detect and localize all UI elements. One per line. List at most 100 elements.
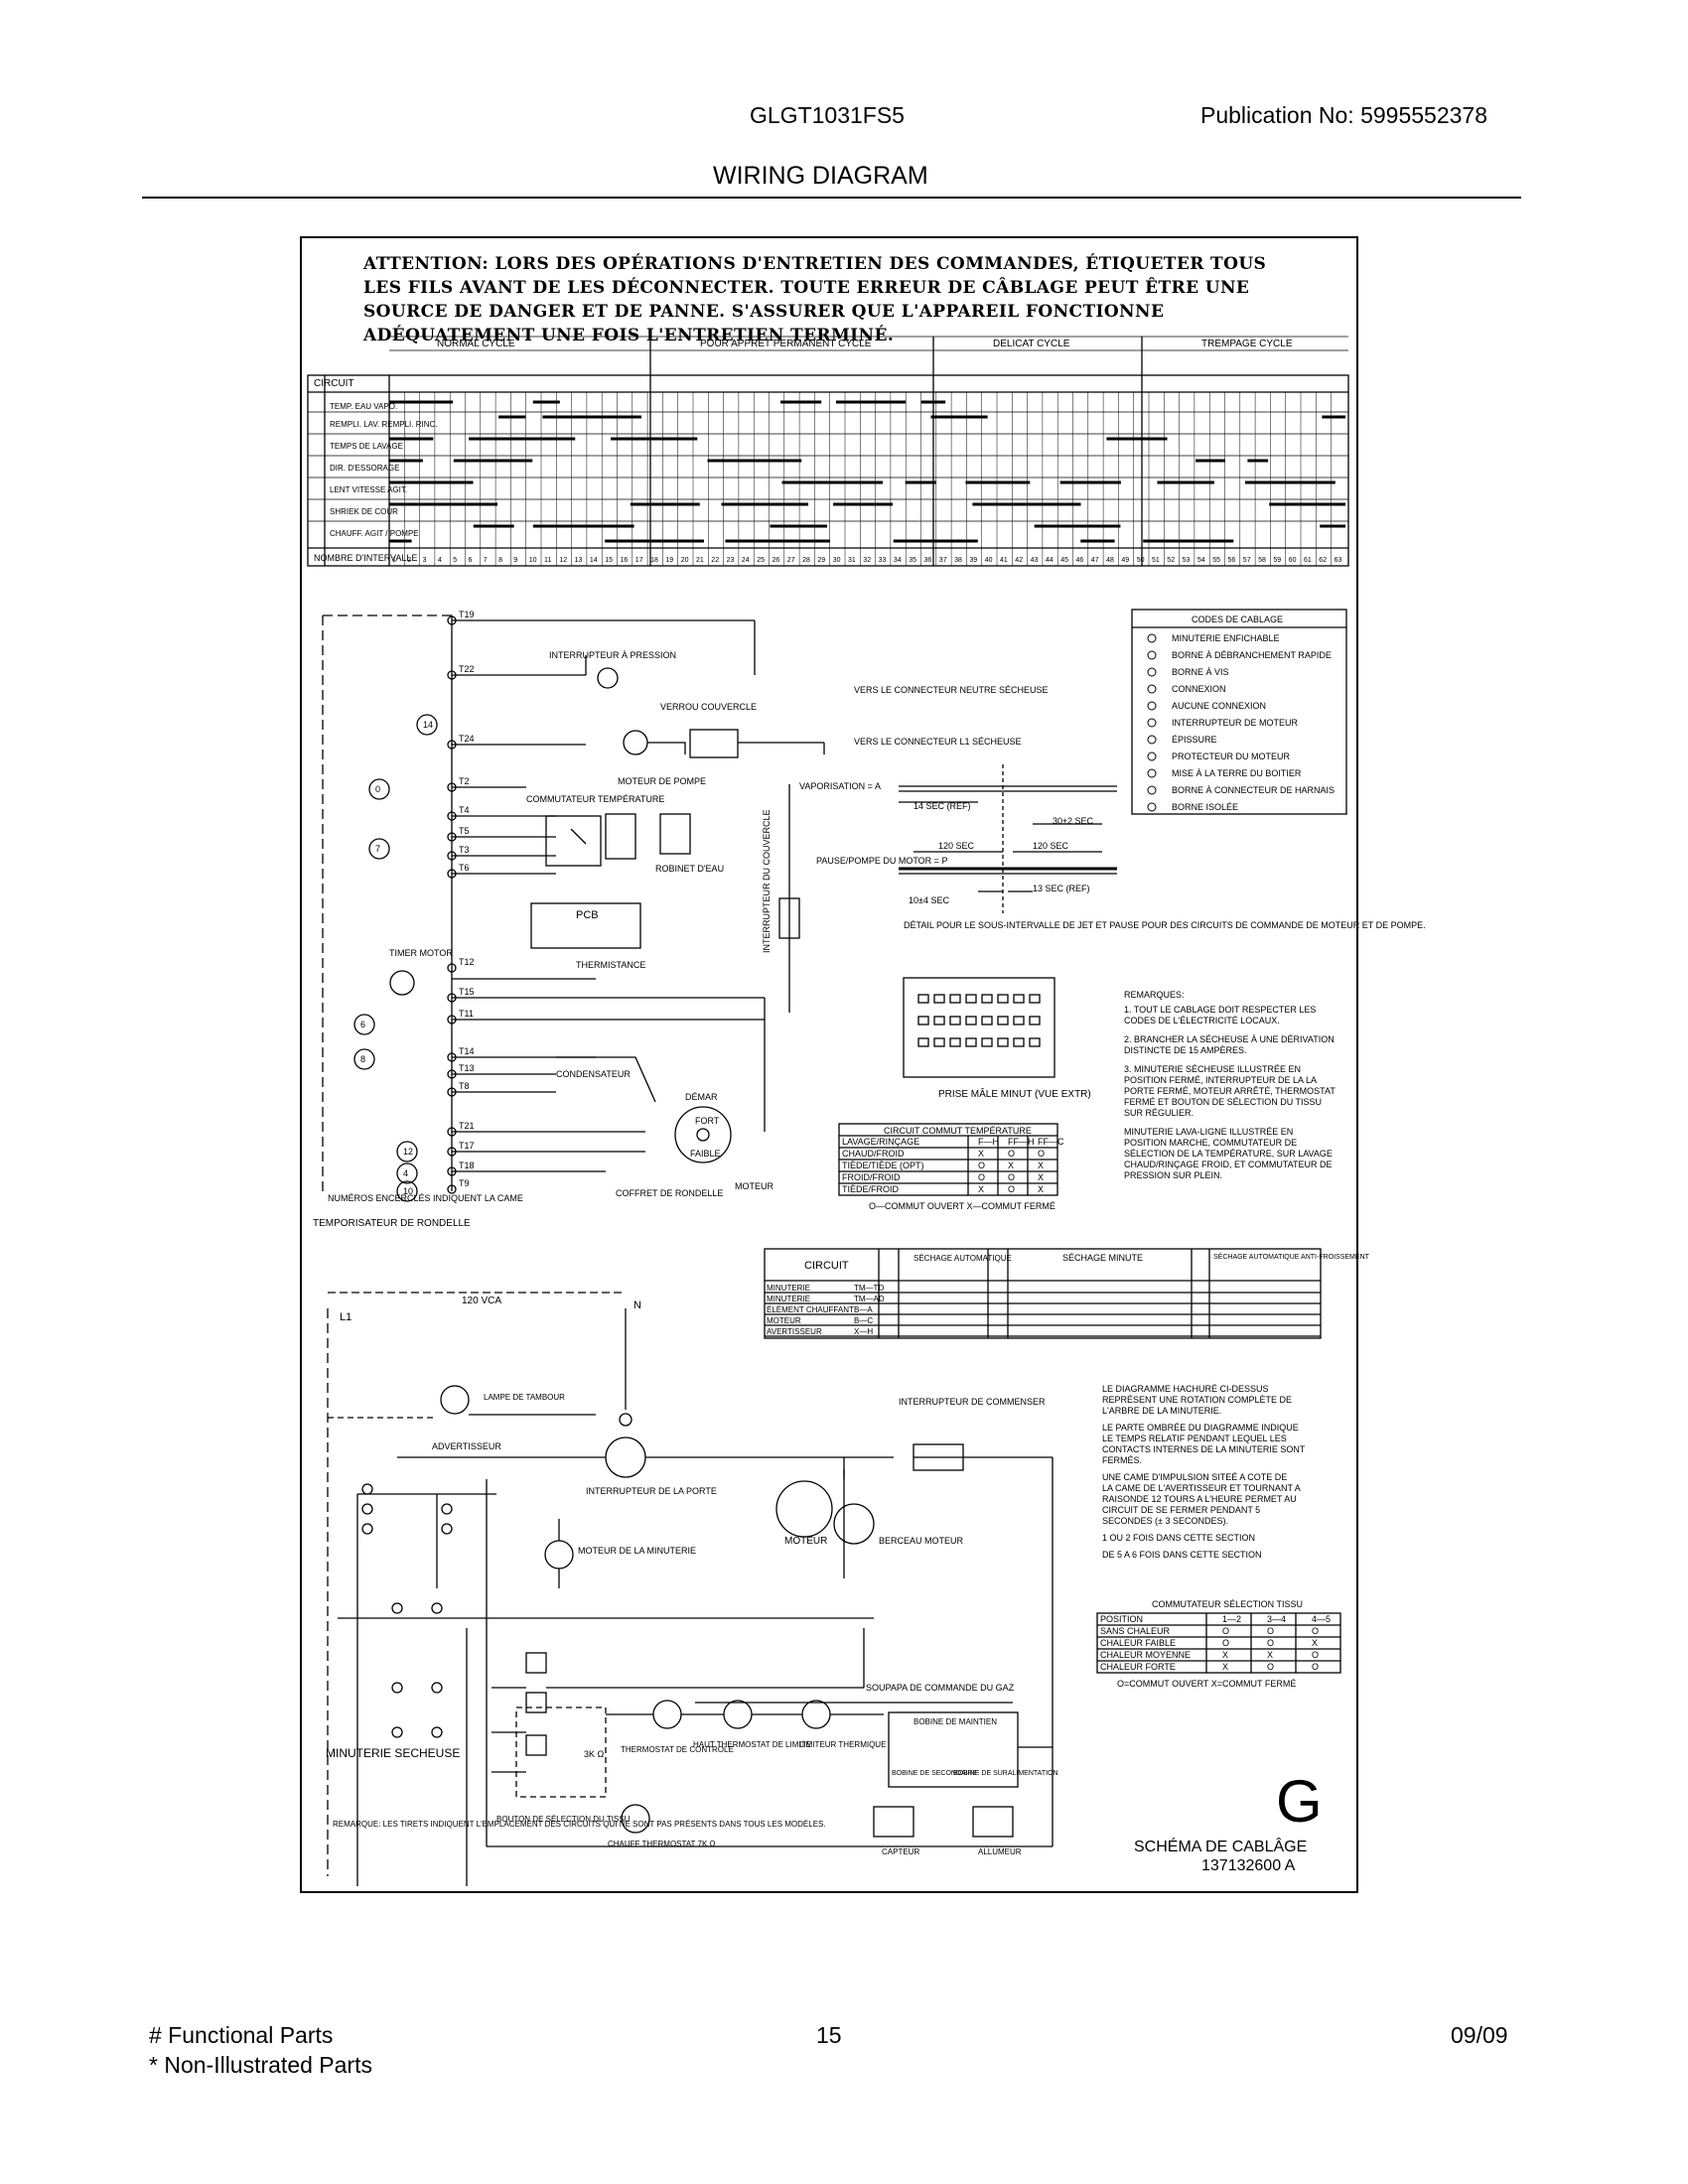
temp-table-cell: X <box>1038 1160 1044 1170</box>
attention-notice: ATTENTION: LORS DES OPÉRATIONS D'ENTRETI… <box>363 254 1267 345</box>
plug-pin <box>949 1037 961 1047</box>
interval-number: 35 <box>909 557 916 564</box>
temp-table-cell: X <box>1008 1160 1014 1170</box>
washer-terminal <box>447 740 457 750</box>
vca-label: 120 VCA <box>462 1296 501 1306</box>
fabric-table-cell: O <box>1312 1662 1319 1672</box>
dryer-chart-circuit: CIRCUIT <box>804 1260 849 1272</box>
interval-number: 39 <box>969 557 977 564</box>
heater-thermostat-label: CHAUFF THERMOSTAT 7K Ω <box>608 1840 716 1848</box>
temperature-switch-table <box>838 1123 1058 1196</box>
plug-pin <box>997 1037 1009 1047</box>
buzzer-label: ADVERTISSEUR <box>432 1441 501 1451</box>
cycle-soak: TREMPAGE CYCLE <box>1201 339 1293 349</box>
interval-number: 22 <box>711 557 719 564</box>
cam-number-circle <box>396 1162 418 1184</box>
legend-item: CONNEXION <box>1172 684 1226 694</box>
thermal-limiter-label: LIMITEUR THERMIQUE <box>799 1740 886 1749</box>
legend-item: MINUTERIE ENFICHABLE <box>1172 633 1280 643</box>
cam-number: 7 <box>375 844 380 854</box>
interval-number: 23 <box>727 557 735 564</box>
dryer-terminal <box>391 1726 403 1738</box>
cycle-normal: NORMAL CYCLE <box>437 339 515 349</box>
timer-motor-dryer-label: MOTEUR DE LA MINUTERIE <box>578 1546 696 1556</box>
temp-table-cell: CHAUD/FROID <box>842 1149 905 1159</box>
dryer-terminal <box>391 1602 403 1614</box>
interval-number: 11 <box>544 557 551 564</box>
interval-number: 50 <box>1137 557 1145 564</box>
fabric-table-cell: CHALEUR FAIBLE <box>1100 1638 1176 1648</box>
dryer-chart-row-code: B—A <box>854 1305 873 1314</box>
legend-symbol <box>1147 667 1157 677</box>
plug-pin <box>917 994 929 1004</box>
dryer-chart-row-code: TM—TD <box>854 1284 884 1293</box>
resistor-label: 3K Ω <box>584 1749 605 1759</box>
fabric-table-cell: O <box>1267 1638 1274 1648</box>
dryer-note: DE 5 A 6 FOIS DANS CETTE SECTION <box>1102 1550 1262 1560</box>
washer-terminal <box>447 1052 457 1062</box>
thermistor-label: THERMISTANCE <box>576 960 645 970</box>
cam-number-circle <box>368 778 390 800</box>
chart-row-6: CHAUFF. AGIT / POMPE <box>330 529 419 538</box>
fabric-table-cell: O <box>1267 1662 1274 1672</box>
plug-pin <box>965 1016 977 1025</box>
igniter-label: ALLUMEUR <box>978 1847 1022 1856</box>
washer-terminal <box>447 993 457 1003</box>
pump-motor-label: MOTEUR DE POMPE <box>618 776 706 786</box>
legend-symbol <box>1147 768 1157 778</box>
plug-pin <box>949 1016 961 1025</box>
washer-terminal-label: T11 <box>459 1009 474 1019</box>
fabric-table-cell: 1—2 <box>1222 1614 1241 1624</box>
l1-label: L1 <box>340 1311 352 1323</box>
washer-terminal <box>447 1127 457 1137</box>
washer-schematic: T19T22T24T2T4T5T3T6T12T15T11T14T13T8T21T… <box>322 610 825 1202</box>
dryer-terminal <box>441 1503 453 1515</box>
legend-item: BORNE ISOLÉE <box>1172 802 1238 812</box>
fabric-table-cell: CHALEUR FORTE <box>1100 1662 1176 1672</box>
chart-row-2: TEMPS DE LAVAGE <box>330 442 403 451</box>
interval-number: 21 <box>696 557 704 564</box>
legend-symbol <box>1147 633 1157 643</box>
washer-box-label: COFFRET DE RONDELLE <box>616 1188 723 1198</box>
plug-pin <box>981 1037 993 1047</box>
legend-item: AUCUNE CONNEXION <box>1172 701 1266 711</box>
timing-14: 14 SEC (REF) <box>914 801 971 811</box>
dryer-terminal <box>361 1523 373 1535</box>
strong-label: FORT <box>695 1116 720 1126</box>
legend-symbol <box>1147 718 1157 728</box>
temp-table-cell: O <box>978 1160 985 1170</box>
washer-terminal <box>447 670 457 680</box>
interval-number: 25 <box>757 557 765 564</box>
chart-row-0: TEMP. EAU VAPO. <box>330 402 397 411</box>
temp-table-cell: FF—C <box>1038 1137 1064 1147</box>
fabric-table-cell: X <box>1267 1650 1273 1660</box>
fabric-table-title: COMMUTATEUR SÉLECTION TISSU <box>1152 1599 1303 1609</box>
interval-number: 19 <box>665 557 673 564</box>
washer-terminal-label: T19 <box>459 610 475 619</box>
dryer-terminal <box>361 1503 373 1515</box>
publication-number: Publication No: 5995552378 <box>1200 102 1488 128</box>
legend-item: INTERRUPTEUR DE MOTEUR <box>1172 718 1299 728</box>
timing-10: 10±4 SEC <box>909 895 949 905</box>
fabric-table-note: O=COMMUT OUVERT X=COMMUT FERMÉ <box>1117 1679 1296 1689</box>
washer-terminal <box>447 1069 457 1079</box>
plug-pin <box>1029 1016 1041 1025</box>
washer-terminal <box>447 851 457 861</box>
interval-number: 41 <box>1000 557 1008 564</box>
temp-table-cell: X <box>978 1184 984 1194</box>
plug-pin <box>1029 1037 1041 1047</box>
cam-number-circle <box>396 1141 418 1162</box>
washer-terminal-label: T3 <box>459 845 470 855</box>
legend-symbol <box>1147 751 1157 761</box>
dryer-chart-wrinkle: SÉCHAGE AUTOMATIQUE ANTI-FROISSEMENT <box>1213 1252 1370 1261</box>
washer-terminal-label: T17 <box>459 1141 475 1151</box>
chart-circuit-label: CIRCUIT <box>314 378 354 389</box>
temp-table-cell: O <box>1008 1184 1015 1194</box>
interval-number: 17 <box>635 557 643 564</box>
washer-terminal-label: T4 <box>459 805 470 815</box>
chart-interval-label: NOMBRE D'INTERVALLE <box>314 553 417 563</box>
